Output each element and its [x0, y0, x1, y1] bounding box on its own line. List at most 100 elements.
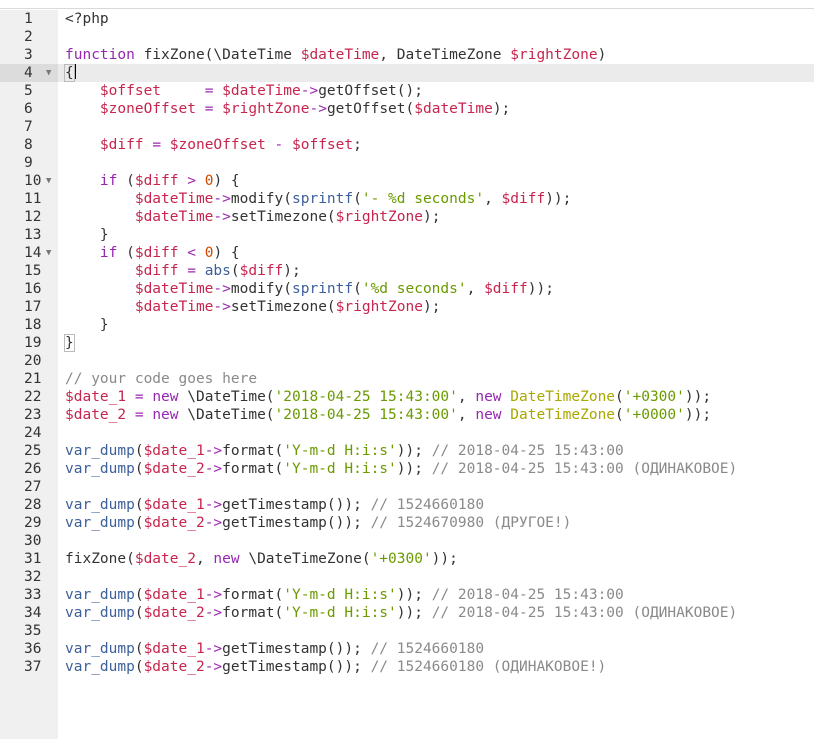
code-token: ( [134, 587, 144, 603]
code-token: -> [213, 299, 231, 315]
line-number: 31 [24, 551, 42, 567]
line-code: if ($diff < 0) { [65, 244, 240, 262]
line-code: $dateTime->setTimezone($rightZone); [65, 208, 441, 226]
fold-toggle-icon[interactable]: ▼ [46, 68, 52, 78]
code-line[interactable]: 37 var_dump($date_2->getTimestamp()); // … [0, 658, 814, 676]
line-number: 11 [24, 191, 42, 207]
code-token: )); [684, 389, 712, 405]
line-number: 3 [24, 47, 33, 63]
code-line[interactable]: 20 [0, 352, 814, 370]
code-line[interactable]: 1<?php [0, 10, 814, 28]
code-token [196, 101, 205, 117]
line-number: 37 [24, 659, 42, 675]
code-token: ( [134, 515, 144, 531]
code-token: -> [300, 83, 319, 99]
code-line[interactable]: 19} [0, 334, 814, 352]
code-line[interactable]: 35 [0, 622, 814, 640]
code-token: $date_1 [143, 641, 205, 657]
code-token [144, 137, 153, 153]
line-number: 34 [24, 605, 42, 621]
line-number: 15 [24, 263, 42, 279]
code-token [65, 299, 135, 315]
code-line[interactable]: 5 $offset = $dateTime->getOffset(); [0, 82, 814, 100]
code-token: // 1524670980 (ДРУГОЕ!) [361, 515, 572, 531]
code-token: // 2018-04-25 15:43:00 (ОДИНАКОВОЕ) [422, 461, 738, 477]
code-line[interactable]: 21// your code goes here [0, 370, 814, 388]
fold-toggle-icon[interactable]: ▼ [46, 248, 52, 258]
fold-toggle-icon[interactable]: ▼ [46, 176, 52, 186]
code-line[interactable]: 8 $diff = $zoneOffset - $offset; [0, 136, 814, 154]
code-token: getOffset(); [318, 83, 423, 99]
code-line[interactable]: 13 } [0, 226, 814, 244]
code-token: format( [222, 587, 284, 603]
code-line[interactable]: 23$date_2 = new \DateTime('2018-04-25 15… [0, 406, 814, 424]
line-code: } [65, 226, 109, 244]
code-token: $date_1 [65, 389, 127, 405]
code-token: // your code goes here [65, 371, 258, 387]
code-token [179, 173, 188, 189]
code-line[interactable]: 7 [0, 118, 814, 136]
code-token: \DateTime( [187, 389, 275, 405]
code-line[interactable]: 18 } [0, 316, 814, 334]
code-token [65, 209, 135, 225]
code-token: function [65, 47, 144, 63]
line-number: 20 [24, 353, 42, 369]
line-code: $zoneOffset = $rightZone->getOffset($dat… [65, 100, 510, 118]
code-token: , [457, 407, 476, 423]
code-token [65, 245, 100, 261]
code-token: , [457, 389, 476, 405]
line-code: $offset = $dateTime->getOffset(); [65, 82, 423, 100]
code-token: ( [134, 497, 144, 513]
line-number: 28 [24, 497, 42, 513]
line-code: $diff = abs($diff); [65, 262, 301, 280]
code-line[interactable]: 6 $zoneOffset = $rightZone->getOffset($d… [0, 100, 814, 118]
line-number: 5 [24, 83, 33, 99]
code-line[interactable]: 15 $diff = abs($diff); [0, 262, 814, 280]
code-token: // 2018-04-25 15:43:00 [422, 587, 624, 603]
line-number: 33 [24, 587, 42, 603]
code-token: \DateTimeZone( [248, 551, 371, 567]
line-number: 26 [24, 461, 42, 477]
code-token: var_dump [65, 659, 135, 675]
code-token: DateTimeZone [510, 407, 616, 423]
code-token: $dateTime [300, 47, 380, 63]
code-line[interactable]: 11 $dateTime->modify(sprintf('- %d secon… [0, 190, 814, 208]
code-line[interactable]: 17 $dateTime->setTimezone($rightZone); [0, 298, 814, 316]
line-code: if ($diff > 0) { [65, 172, 240, 190]
code-line[interactable]: 9 [0, 154, 814, 172]
code-line[interactable]: 14▼ if ($diff < 0) { [0, 244, 814, 262]
code-line[interactable]: 30 [0, 532, 814, 550]
line-code: <?php [65, 10, 109, 28]
code-token: $offset [292, 137, 354, 153]
code-line[interactable]: 24 [0, 424, 814, 442]
code-line[interactable]: 12 $dateTime->setTimezone($rightZone); [0, 208, 814, 226]
line-number: 25 [24, 443, 42, 459]
code-line[interactable]: 16 $dateTime->modify(sprintf('%d seconds… [0, 280, 814, 298]
code-token [179, 245, 188, 261]
code-token: ); [283, 263, 301, 279]
code-line[interactable]: 4▼{ [0, 64, 814, 82]
code-line[interactable]: 2 [0, 28, 814, 46]
code-token: $date_2 [143, 461, 205, 477]
code-line[interactable]: 10▼ if ($diff > 0) { [0, 172, 814, 190]
code-line[interactable]: 27 [0, 478, 814, 496]
line-code: var_dump($date_2->getTimestamp()); // 15… [65, 658, 606, 676]
code-token: > [187, 173, 205, 189]
code-token: getTimestamp()); [222, 659, 362, 675]
code-token: '2018-04-25 15:43:00' [274, 407, 458, 423]
code-line[interactable]: 32 [0, 568, 814, 586]
code-line[interactable]: 22$date_1 = new \DateTime('2018-04-25 15… [0, 388, 814, 406]
code-token: )); [396, 587, 423, 603]
line-number: 27 [24, 479, 42, 495]
